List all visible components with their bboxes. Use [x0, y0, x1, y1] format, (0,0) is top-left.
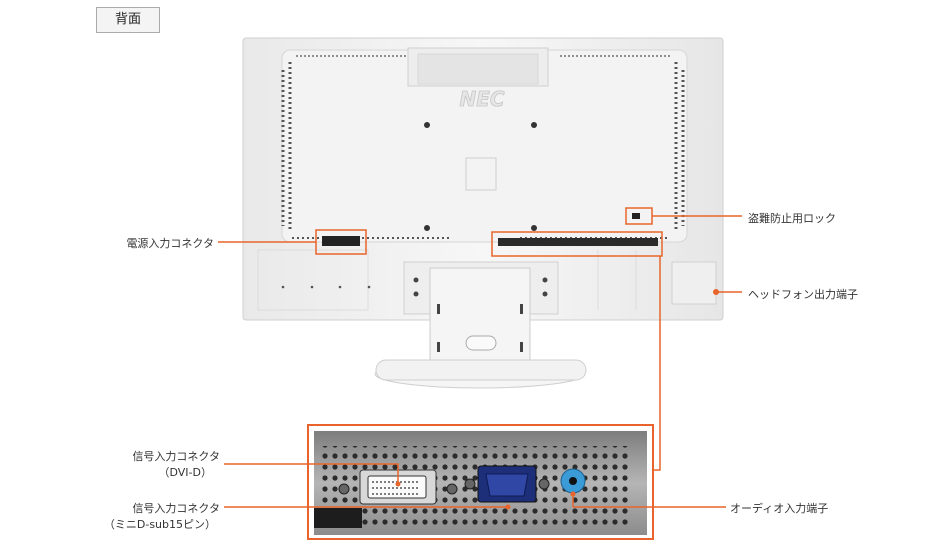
label-dvi-input-line1: 信号入力コネクタ [132, 450, 220, 463]
label-audio-input: オーディオ入力端子 [730, 502, 829, 515]
brand-logo: NEC [459, 87, 504, 111]
power-connector [322, 236, 360, 246]
label-vga-input-line2: （ミニD-sub15ピン） [103, 518, 216, 531]
security-lock-slot [632, 213, 640, 219]
port-strip [498, 238, 658, 246]
label-vga-input-line1: 信号入力コネクタ [132, 502, 220, 515]
vent-grille-left [281, 55, 406, 232]
label-dvi-input-line2: （DVI-D） [158, 466, 213, 479]
view-tab-back[interactable]: 背面 [96, 7, 160, 33]
vga-connector [464, 465, 550, 503]
callout-lines [218, 207, 742, 508]
port-detail-panel [307, 424, 654, 540]
headphone-port-block [671, 261, 717, 305]
center-square-mark [465, 157, 497, 191]
monitor-stand [374, 261, 587, 389]
label-power-connector: 電源入力コネクタ [126, 237, 214, 250]
label-headphone-output: ヘッドフォン出力端子 [748, 288, 858, 301]
label-security-lock: 盗難防止用ロック [748, 212, 836, 225]
vesa-mount-screws [424, 122, 537, 231]
audio-input-jack [560, 468, 586, 494]
vent-grille-right [560, 55, 685, 232]
dvi-d-connector [338, 469, 458, 505]
